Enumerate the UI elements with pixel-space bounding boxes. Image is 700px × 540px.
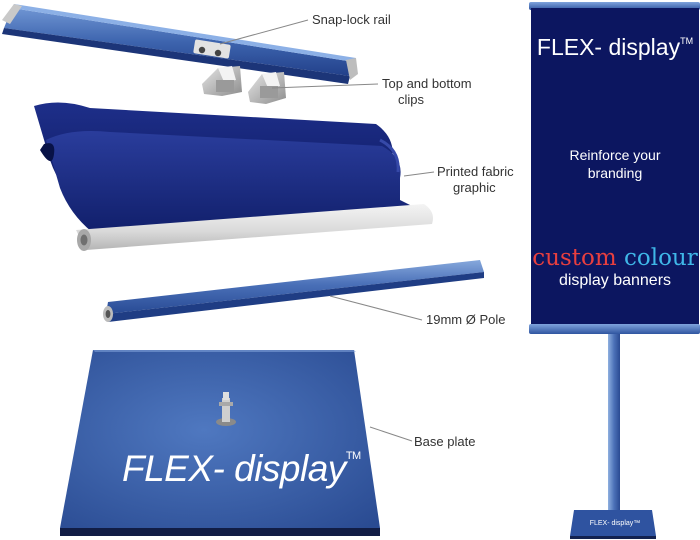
banner-custom-colour: custom colour xyxy=(531,245,699,271)
stand-base-brand: FLEX- display™ xyxy=(589,520,641,527)
banner-colour-word: colour xyxy=(623,245,698,271)
clip-icon-2 xyxy=(248,72,286,104)
label-clips-line1: Top and bottom xyxy=(382,76,472,91)
clip-icon xyxy=(202,66,242,96)
fabric-roll-icon xyxy=(34,102,433,251)
label-clips: Top and bottom clips xyxy=(382,76,472,108)
leader-lines xyxy=(219,19,435,442)
banner-brand-name: FLEX- display xyxy=(536,34,681,60)
pole-icon xyxy=(103,260,484,322)
snap-lock-rail-icon xyxy=(2,4,358,84)
banner-tagline: Reinforce your branding xyxy=(531,146,699,182)
banner-tagline-line1: Reinforce your xyxy=(569,147,661,163)
base-plate-brand-name: FLEX- display xyxy=(122,448,346,489)
label-snap-lock-rail: Snap-lock rail xyxy=(312,12,391,27)
label-base-plate: Base plate xyxy=(414,434,476,449)
base-plate-brand: FLEX- displayTM xyxy=(122,448,361,490)
banner-brand: FLEX- displayTM xyxy=(531,34,699,61)
label-fabric-line1: Printed fabric xyxy=(437,164,514,179)
base-plate-icon xyxy=(60,350,380,536)
banner-tagline-line2: branding xyxy=(587,165,643,181)
banner-stand-icon xyxy=(529,2,700,539)
label-fabric-line2: graphic xyxy=(453,180,496,195)
base-plate-trademark: TM xyxy=(345,450,361,462)
label-pole: 19mm Ø Pole xyxy=(426,312,506,327)
label-clips-line2: clips xyxy=(398,92,425,107)
banner-display-banners: display banners xyxy=(558,272,672,289)
banner-trademark: TM xyxy=(680,36,694,46)
banner-custom-word: custom xyxy=(532,245,617,271)
label-fabric-graphic: Printed fabric graphic xyxy=(437,164,514,196)
